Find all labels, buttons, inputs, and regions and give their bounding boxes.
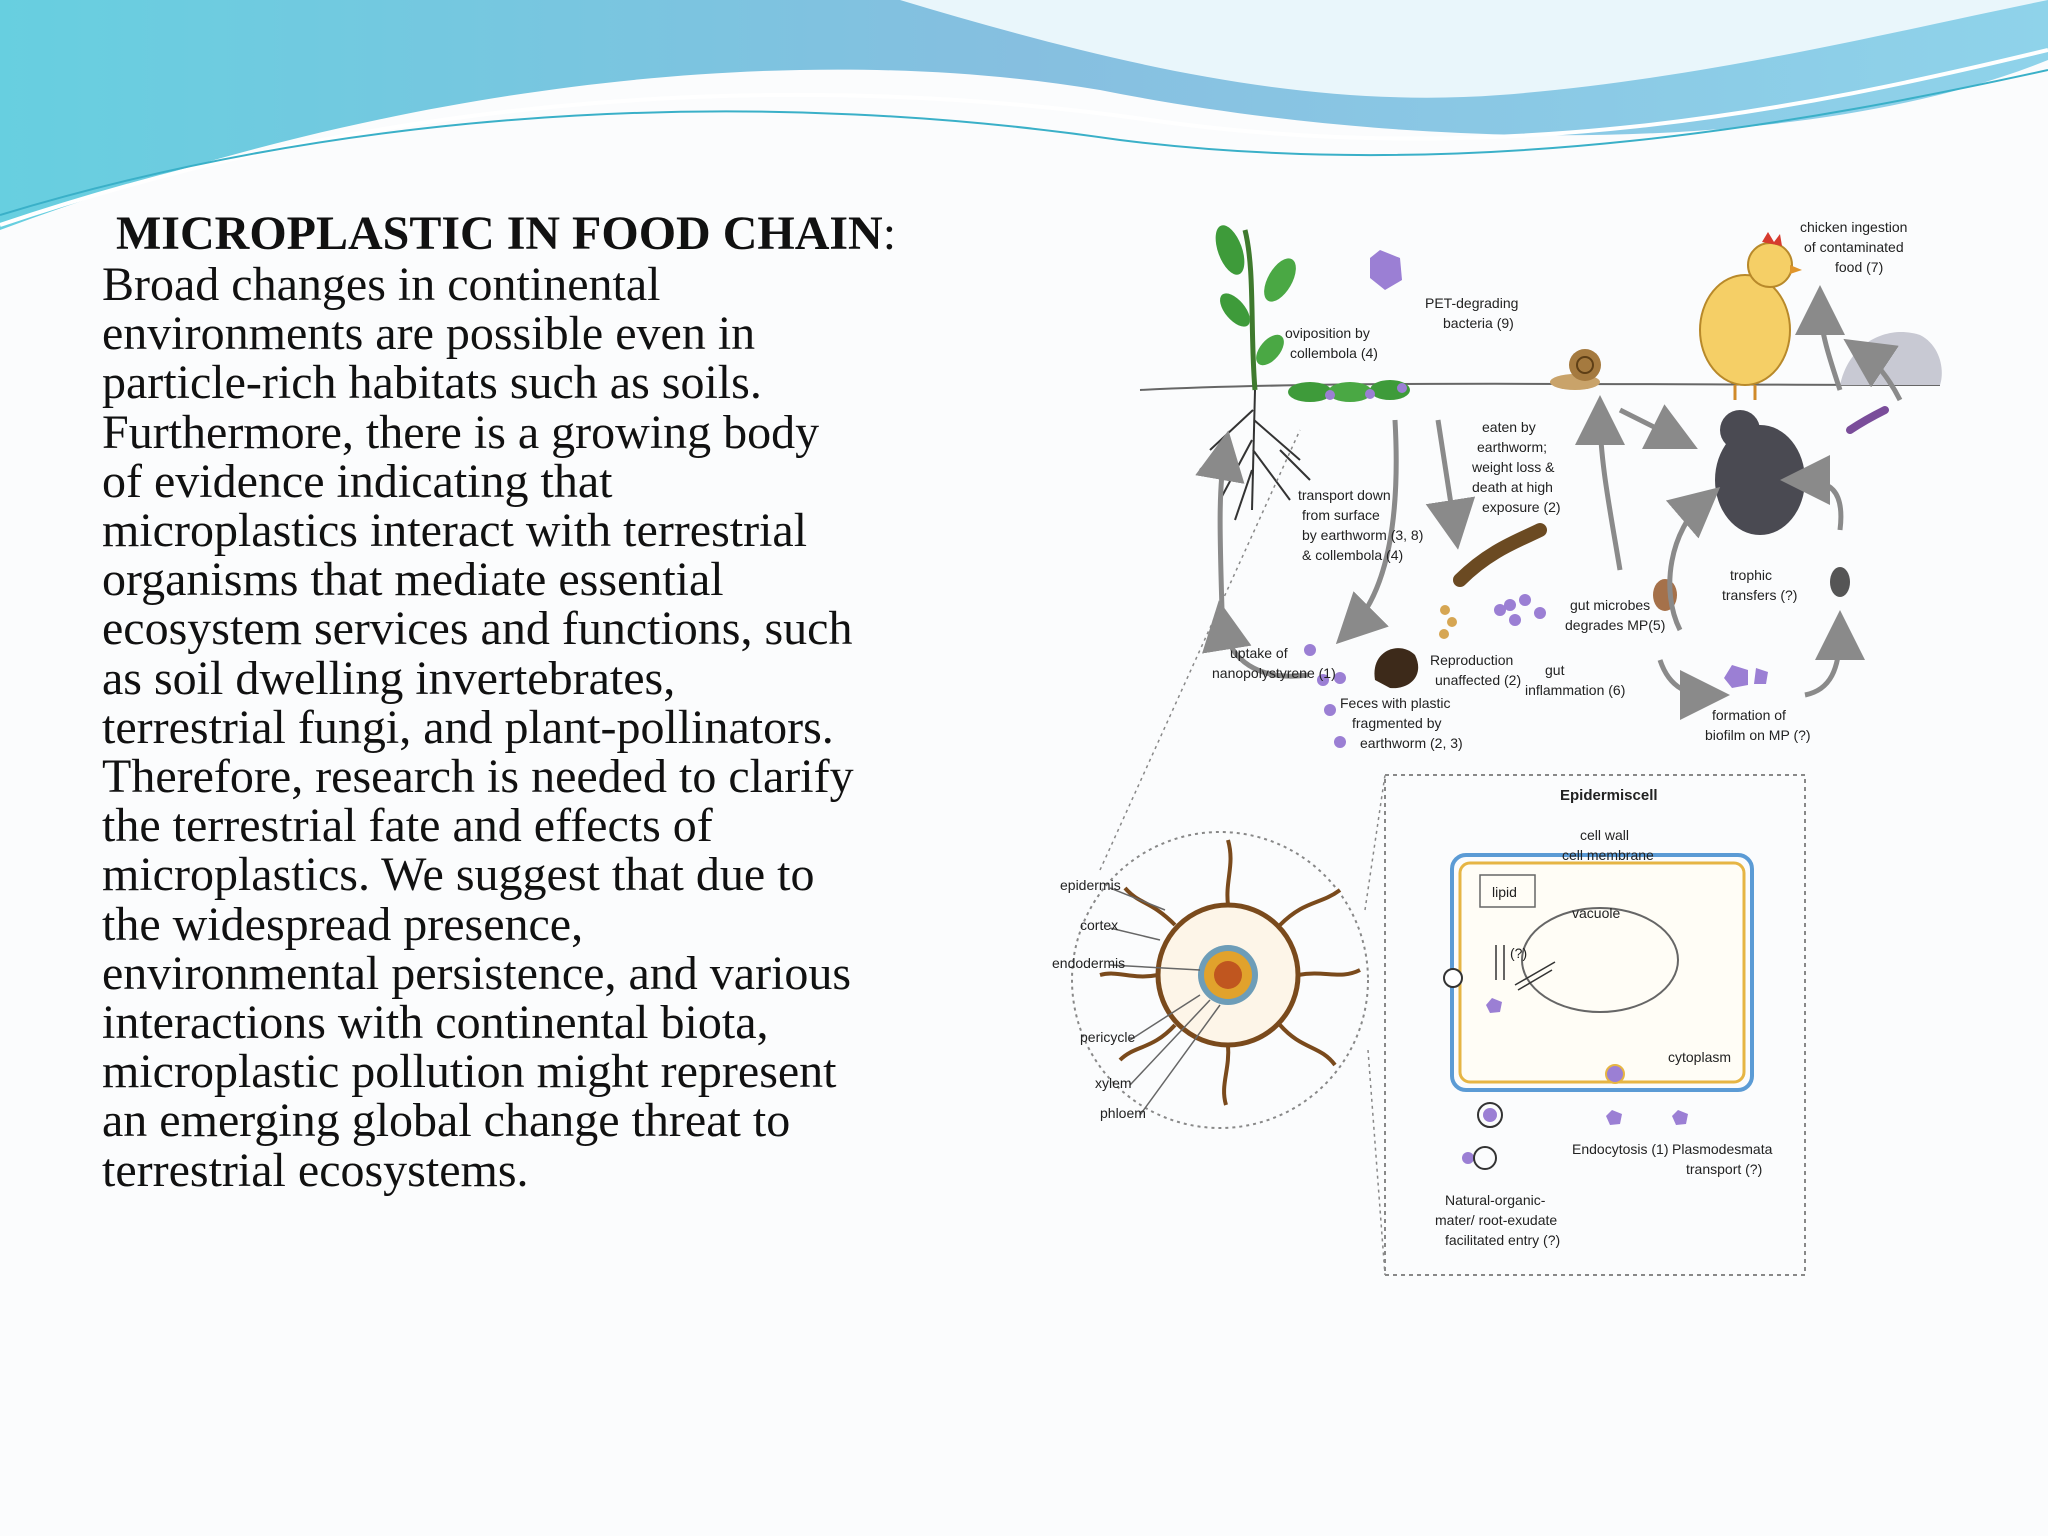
label-feces-1: Feces with plastic: [1340, 695, 1450, 711]
label-plasmodesmata-1: Plasmodesmata: [1672, 1141, 1773, 1157]
small-worm-icon: [1846, 406, 1889, 434]
label-vacuole: vacuole: [1572, 905, 1620, 921]
epidermis-cell-zoom-box: [1384, 774, 1806, 1276]
rock-icon: [1840, 332, 1942, 385]
label-reproduction-2: unaffected (2): [1435, 672, 1521, 688]
label-endocytosis: Endocytosis (1): [1572, 1141, 1668, 1157]
label-cell-wall: cell wall: [1580, 827, 1629, 843]
label-chicken-3: food (7): [1835, 259, 1883, 275]
label-epidermiscell: Epidermiscell: [1560, 787, 1658, 804]
plant-roots-icon: [1199, 389, 1311, 521]
label-chicken-1: chicken ingestion: [1800, 219, 1907, 235]
label-epidermis: epidermis: [1060, 877, 1121, 893]
epidermis-cell: [1443, 853, 1754, 1092]
plant-icon: [1215, 225, 1296, 391]
cell-entry-particles: [1462, 1102, 1688, 1170]
mole-icon: [1715, 410, 1805, 535]
label-oviposition-1: oviposition by: [1285, 325, 1370, 341]
label-cortex: cortex: [1080, 917, 1118, 933]
diagram-svg: chicken ingestion of contaminated food (…: [1052, 219, 1942, 1276]
label-trophic-2: transfers (?): [1722, 587, 1797, 603]
soil-surface-line: [1139, 382, 1941, 391]
label-natural-3: facilitated entry (?): [1445, 1232, 1560, 1248]
label-unknown-mechanism: (?): [1510, 945, 1527, 961]
slide-title: MICROPLASTIC IN FOOD CHAIN:: [116, 208, 982, 260]
label-xylem: xylem: [1095, 1075, 1132, 1091]
label-feces-2: fragmented by: [1352, 715, 1442, 731]
label-gut-microbes-2: degrades MP(5): [1565, 617, 1665, 633]
label-eaten-4: death at high: [1472, 479, 1553, 495]
label-oviposition-2: collembola (4): [1290, 345, 1378, 361]
label-uptake-2: nanopolystyrene (1): [1212, 665, 1336, 681]
label-pet-1: PET-degrading: [1425, 295, 1518, 311]
label-eaten-3: weight loss &: [1471, 459, 1555, 475]
label-pericycle: pericycle: [1080, 1029, 1135, 1045]
chicken-icon: [1699, 232, 1802, 400]
slide-body-text: Broad changes in continental environment…: [102, 258, 854, 1197]
label-chicken-2: of contaminated: [1804, 239, 1904, 255]
label-transport-4: & collembola (4): [1302, 547, 1403, 563]
label-trophic-1: trophic: [1730, 567, 1772, 583]
slide-text-block: MICROPLASTIC IN FOOD CHAIN: Broad change…: [102, 208, 982, 1195]
label-natural-2: mater/ root-exudate: [1435, 1212, 1557, 1228]
label-eaten-5: exposure (2): [1482, 499, 1561, 515]
label-gut-inflammation-1: gut: [1545, 662, 1565, 678]
label-cell-membrane: cell membrane: [1562, 847, 1654, 863]
diagram-labels: chicken ingestion of contaminated food (…: [1052, 219, 1907, 1248]
label-transport-2: from surface: [1302, 507, 1380, 523]
label-phloem: phloem: [1100, 1105, 1146, 1121]
label-reproduction-1: Reproduction: [1430, 652, 1513, 668]
label-biofilm-2: biofilm on MP (?): [1705, 727, 1811, 743]
label-plasmodesmata-2: transport (?): [1686, 1161, 1762, 1177]
leaf-litter-icon: [1288, 380, 1410, 402]
label-cytoplasm: cytoplasm: [1668, 1049, 1731, 1065]
plastic-particle-icon: [1370, 250, 1402, 290]
label-gut-microbes-1: gut microbes: [1570, 597, 1650, 613]
microplastic-particles: [1304, 594, 1768, 748]
label-natural-1: Natural-organic-: [1445, 1192, 1546, 1208]
label-biofilm-1: formation of: [1712, 707, 1786, 723]
mite-icon: [1830, 567, 1850, 597]
header-wave-banner: [0, 0, 2048, 230]
food-chain-arrows: [1195, 285, 1903, 720]
feces-icon: [1374, 648, 1419, 689]
label-eaten-2: earthworm;: [1477, 439, 1547, 455]
label-lipid: lipid: [1492, 884, 1517, 900]
snail-icon: [1550, 349, 1601, 390]
label-feces-3: earthworm (2, 3): [1360, 735, 1463, 751]
slide-title-text: MICROPLASTIC IN FOOD CHAIN: [116, 207, 883, 260]
label-endodermis: endodermis: [1052, 955, 1125, 971]
label-gut-inflammation-2: inflammation (6): [1525, 682, 1625, 698]
earthworm-icon: [1453, 523, 1547, 587]
cross-section-leader-lines: [1109, 887, 1221, 1116]
root-cross-section: [1071, 831, 1369, 1129]
microplastic-food-chain-diagram: chicken ingestion of contaminated food (…: [1040, 210, 1960, 1290]
label-transport-1: transport down: [1298, 487, 1391, 503]
label-uptake-1: uptake of: [1230, 645, 1288, 661]
slide-title-colon: :: [882, 207, 897, 260]
soil-grains: [1439, 605, 1457, 639]
label-transport-3: by earthworm (3, 8): [1302, 527, 1423, 543]
label-eaten-1: eaten by: [1482, 419, 1536, 435]
label-pet-2: bacteria (9): [1443, 315, 1514, 331]
